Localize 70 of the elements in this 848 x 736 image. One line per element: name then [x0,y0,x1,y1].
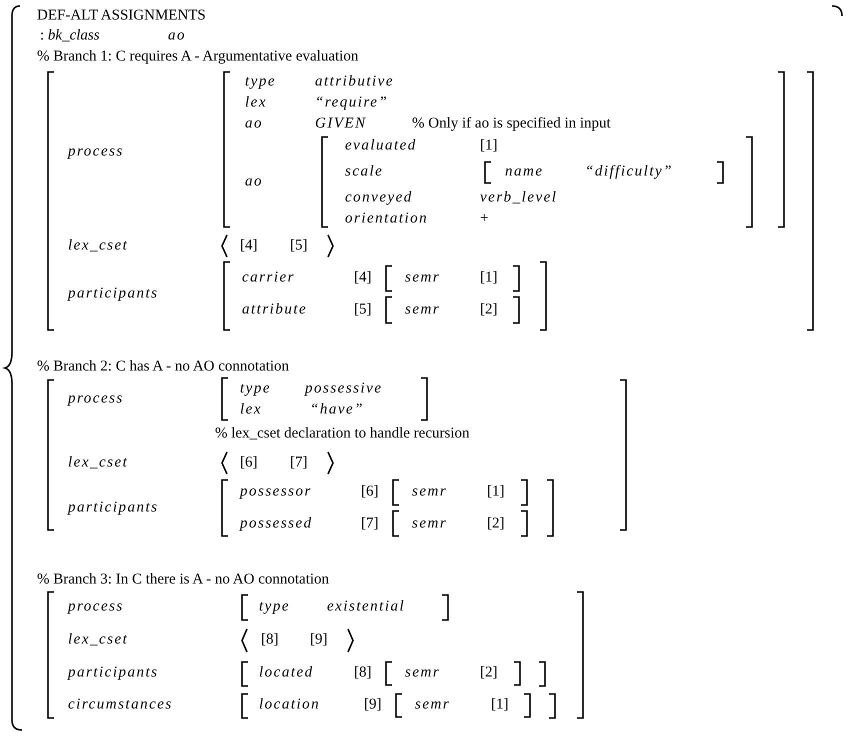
feature-text: orientation [345,210,428,228]
comment-text: % Only if ao is specified in input [412,116,611,132]
comment-text: % Branch 3: In C there is A - no AO connotation [37,572,330,588]
index-tag: [1] [480,138,498,154]
feature-text: participants [68,286,159,302]
index-tag: [7] [361,516,378,532]
feature-text: ao [168,28,186,44]
heading: DEF-ALT ASSIGNMENTS [37,8,206,24]
feature-text: semr [405,270,440,286]
feature-text: existential [327,598,406,616]
index-tag: [5] [354,302,372,318]
feature-text: process [68,390,124,408]
index-tag: [6] [240,454,258,472]
feature-text: lex_cset [68,454,128,472]
feature-text: type [259,598,290,616]
feature-text: semr [412,484,448,500]
feature-value: + [480,210,488,228]
index-tag: [9] [364,696,382,714]
comment-text: % Branch 2: C has A - no AO connotation [37,358,290,376]
feature-text: attributive [315,74,394,90]
feature-text: scale [345,164,384,180]
feature-text: participants [68,500,159,516]
index-tag: [1] [487,484,504,500]
index-tag: [5] [290,238,308,254]
feature-text: : bk_class [40,28,100,44]
feature-text: possessive [305,380,382,398]
feature-text: semr [405,302,440,318]
feature-text: possessor [240,484,312,500]
feature-text: semr [415,696,450,714]
index-tag: [8] [261,632,278,648]
index-tag: [2] [480,302,498,318]
feature-text: process [68,144,124,160]
feature-text: semr [412,516,448,532]
feature-text: type [245,74,276,90]
feature-text: “difficulty” [585,164,674,180]
feature-text: semr [405,664,440,682]
index-tag: [1] [480,270,498,286]
feature-text: “have” [310,402,364,418]
feature-text: carrier [242,270,295,286]
feature-text: lex [240,402,262,418]
index-tag: [8] [354,664,372,682]
feature-text: lex_cset [68,238,128,254]
feature-text: ao [245,174,263,190]
feature-text: ao [245,116,263,132]
feature-text: participants [68,664,159,682]
feature-text: possessed [240,516,313,532]
feature-text: verb_level [480,190,558,206]
index-tag: [9] [310,632,328,648]
index-tag: [7] [290,454,308,472]
feature-text: conveyed [345,190,413,206]
index-tag: [1] [491,696,508,714]
feature-text: process [68,598,124,616]
comment-text: % Branch 1: C requires A - Argumentative evaluation [37,48,358,66]
feature-text: attribute [242,302,308,318]
index-tag: [4] [354,270,372,286]
index-tag: [2] [487,516,504,532]
feature-text: circumstances [68,696,173,714]
feature-text: type [240,380,271,398]
feature-text: lex_cset [68,632,128,648]
feature-text: location [259,696,320,714]
feature-text: “require” [315,94,388,112]
index-tag: [2] [480,664,498,682]
feature-text: located [259,664,314,682]
index-tag: [6] [361,484,378,500]
index-tag: [4] [240,238,258,254]
feature-text: name [505,164,544,180]
feature-text: evaluated [345,138,417,154]
comment-text: % lex_cset declaration to handle recursion [215,426,470,442]
feature-text: GIVEN [315,116,367,132]
feature-text: lex [245,94,267,112]
